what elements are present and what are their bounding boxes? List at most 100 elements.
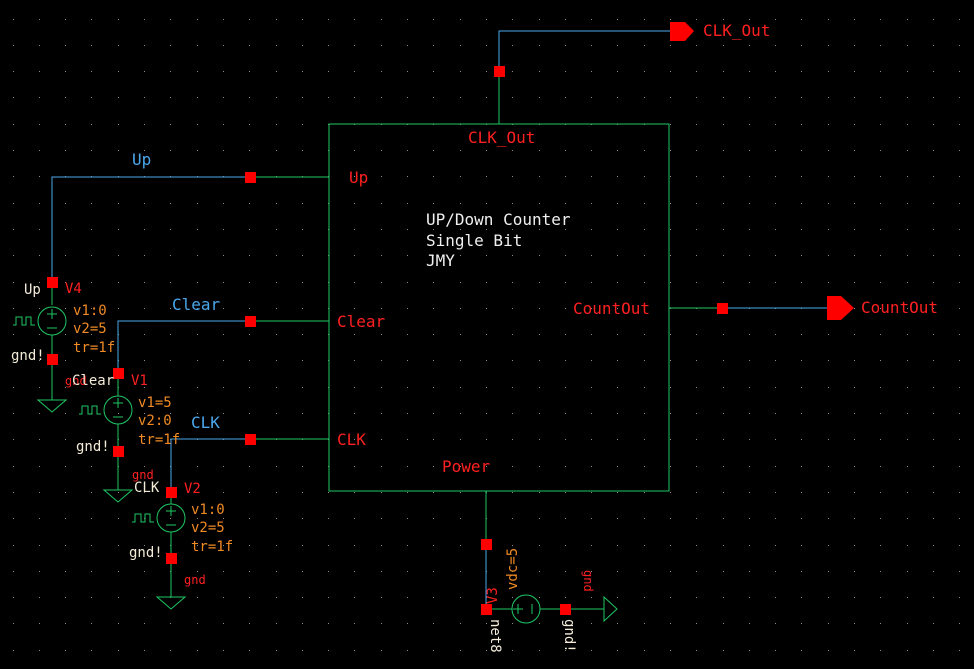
grid-dot (460, 518, 461, 519)
output-pin-countout[interactable] (827, 296, 854, 320)
grid-dot (460, 308, 461, 309)
grid-dot (854, 19, 855, 20)
grid-dot (828, 45, 829, 46)
grid-dot (65, 623, 66, 624)
grid-dot (539, 71, 540, 72)
grid-dot (223, 45, 224, 46)
grid-dot (486, 203, 487, 204)
grid-dot (407, 623, 408, 624)
grid-dot (907, 229, 908, 230)
grid-dot (13, 413, 14, 414)
grid-dot (433, 597, 434, 598)
grid-dot (565, 45, 566, 46)
grid-dot (854, 623, 855, 624)
grid-dot (907, 650, 908, 651)
grid-dot (670, 597, 671, 598)
grid-dot (249, 623, 250, 624)
grid-dot (539, 492, 540, 493)
grid-dot (933, 545, 934, 546)
grid-dot (591, 466, 592, 467)
grid-dot (328, 545, 329, 546)
grid-dot (801, 282, 802, 283)
grid-dot (276, 597, 277, 598)
grid-dot (91, 466, 92, 467)
grid-dot (749, 97, 750, 98)
grid-dot (565, 597, 566, 598)
grid-dot (565, 439, 566, 440)
grid-dot (302, 282, 303, 283)
grid-dot (775, 650, 776, 651)
grid-dot (854, 71, 855, 72)
source-v3[interactable] (486, 594, 618, 624)
grid-dot (407, 387, 408, 388)
grid-dot (13, 387, 14, 388)
grid-dot (118, 19, 119, 20)
grid-dot (223, 413, 224, 414)
grid-dot (644, 466, 645, 467)
grid-dot (775, 229, 776, 230)
grid-dot (197, 71, 198, 72)
grid-dot (723, 176, 724, 177)
grid-dot (407, 71, 408, 72)
grid-dot (696, 571, 697, 572)
grid-dot (801, 492, 802, 493)
grid-dot (591, 439, 592, 440)
grid-dot (39, 518, 40, 519)
grid-dot (276, 45, 277, 46)
grid-dot (933, 623, 934, 624)
net-label-clk: CLK (191, 413, 220, 432)
grid-dot (302, 492, 303, 493)
grid-dot (933, 308, 934, 309)
grid-dot (249, 282, 250, 283)
source-v1[interactable] (79, 373, 134, 503)
grid-dot (407, 255, 408, 256)
grid-dot (486, 334, 487, 335)
grid-dot (223, 124, 224, 125)
grid-dot (407, 492, 408, 493)
grid-dot (249, 334, 250, 335)
grid-dot (39, 492, 40, 493)
grid-dot (539, 97, 540, 98)
grid-dot (670, 571, 671, 572)
grid-dot (907, 255, 908, 256)
grid-dot (460, 650, 461, 651)
grid-dot (276, 150, 277, 151)
grid-dot (907, 334, 908, 335)
grid-dot (354, 360, 355, 361)
grid-dot (749, 124, 750, 125)
output-pin-clk-out[interactable] (670, 22, 694, 41)
v1-inst-name: V1 (131, 373, 148, 389)
grid-dot (381, 282, 382, 283)
grid-dot (854, 255, 855, 256)
grid-dot (670, 545, 671, 546)
grid-dot (91, 203, 92, 204)
grid-dot (749, 492, 750, 493)
grid-dot (723, 282, 724, 283)
grid-dot (591, 97, 592, 98)
grid-dot (407, 150, 408, 151)
grid-dot (39, 282, 40, 283)
grid-dot (959, 150, 960, 151)
grid-dot (249, 597, 250, 598)
grid-dot (907, 466, 908, 467)
grid-dot (39, 571, 40, 572)
grid-dot (617, 282, 618, 283)
grid-dot (828, 334, 829, 335)
source-v4[interactable] (13, 282, 68, 413)
grid-dot (933, 282, 934, 283)
grid-dot (302, 19, 303, 20)
grid-dot (39, 45, 40, 46)
grid-dot (512, 623, 513, 624)
grid-dot (249, 466, 250, 467)
grid-dot (512, 360, 513, 361)
grid-dot (223, 623, 224, 624)
v3-top-net: net8 (487, 619, 503, 653)
grid-dot (302, 518, 303, 519)
grid-dot (591, 650, 592, 651)
grid-dot (539, 439, 540, 440)
wire-clk-out (498, 30, 673, 71)
grid-dot (276, 308, 277, 309)
grid-dot (907, 203, 908, 204)
grid-dot (775, 71, 776, 72)
